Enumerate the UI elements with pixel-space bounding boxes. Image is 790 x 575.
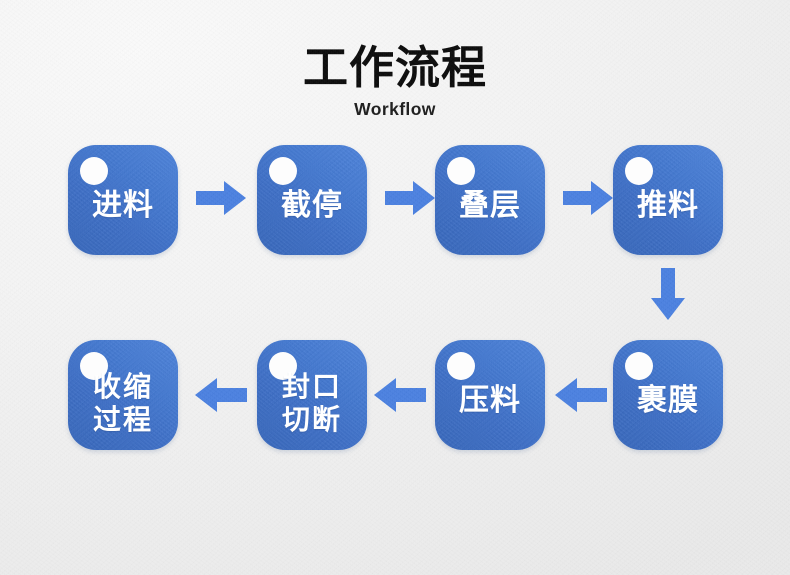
node-label: 叠层 xyxy=(459,189,521,222)
node-bullet-icon xyxy=(80,352,108,380)
node-bullet-icon xyxy=(625,352,653,380)
arrow-right-3-icon xyxy=(563,181,613,215)
arrow-right-2-icon xyxy=(385,181,435,215)
process-node-jieting[interactable]: 截停 xyxy=(257,145,367,255)
process-node-shousuoguocheng[interactable]: 收缩 过程 xyxy=(68,340,178,450)
node-bullet-icon xyxy=(80,157,108,185)
process-node-guomo[interactable]: 裹膜 xyxy=(613,340,723,450)
heading-block: 工作流程 Workflow xyxy=(0,42,790,119)
node-bullet-icon xyxy=(625,157,653,185)
process-node-yaliao[interactable]: 压料 xyxy=(435,340,545,450)
node-bullet-icon xyxy=(447,352,475,380)
page-title: 工作流程 xyxy=(302,42,487,93)
process-node-tuiliao[interactable]: 推料 xyxy=(613,145,723,255)
node-label: 截停 xyxy=(281,189,343,222)
process-node-jinliao[interactable]: 进料 xyxy=(68,145,178,255)
node-label: 进料 xyxy=(92,189,154,222)
node-label: 压料 xyxy=(459,384,521,417)
node-label: 裹膜 xyxy=(637,384,699,417)
arrow-left-2-icon xyxy=(374,378,426,412)
process-node-fengkouqieduan[interactable]: 封口 切断 xyxy=(257,340,367,450)
node-bullet-icon xyxy=(269,157,297,185)
node-label: 封口 切断 xyxy=(281,371,342,435)
arrow-left-1-icon xyxy=(195,378,247,412)
node-label: 推料 xyxy=(637,189,699,222)
process-node-diaceng[interactable]: 叠层 xyxy=(435,145,545,255)
node-bullet-icon xyxy=(447,157,475,185)
arrow-right-1-icon xyxy=(196,181,246,215)
page-subtitle: Workflow xyxy=(354,99,436,119)
arrow-down-1-icon xyxy=(651,268,685,320)
node-bullet-icon xyxy=(269,352,297,380)
node-label: 收缩 过程 xyxy=(92,371,153,435)
arrow-left-3-icon xyxy=(555,378,607,412)
